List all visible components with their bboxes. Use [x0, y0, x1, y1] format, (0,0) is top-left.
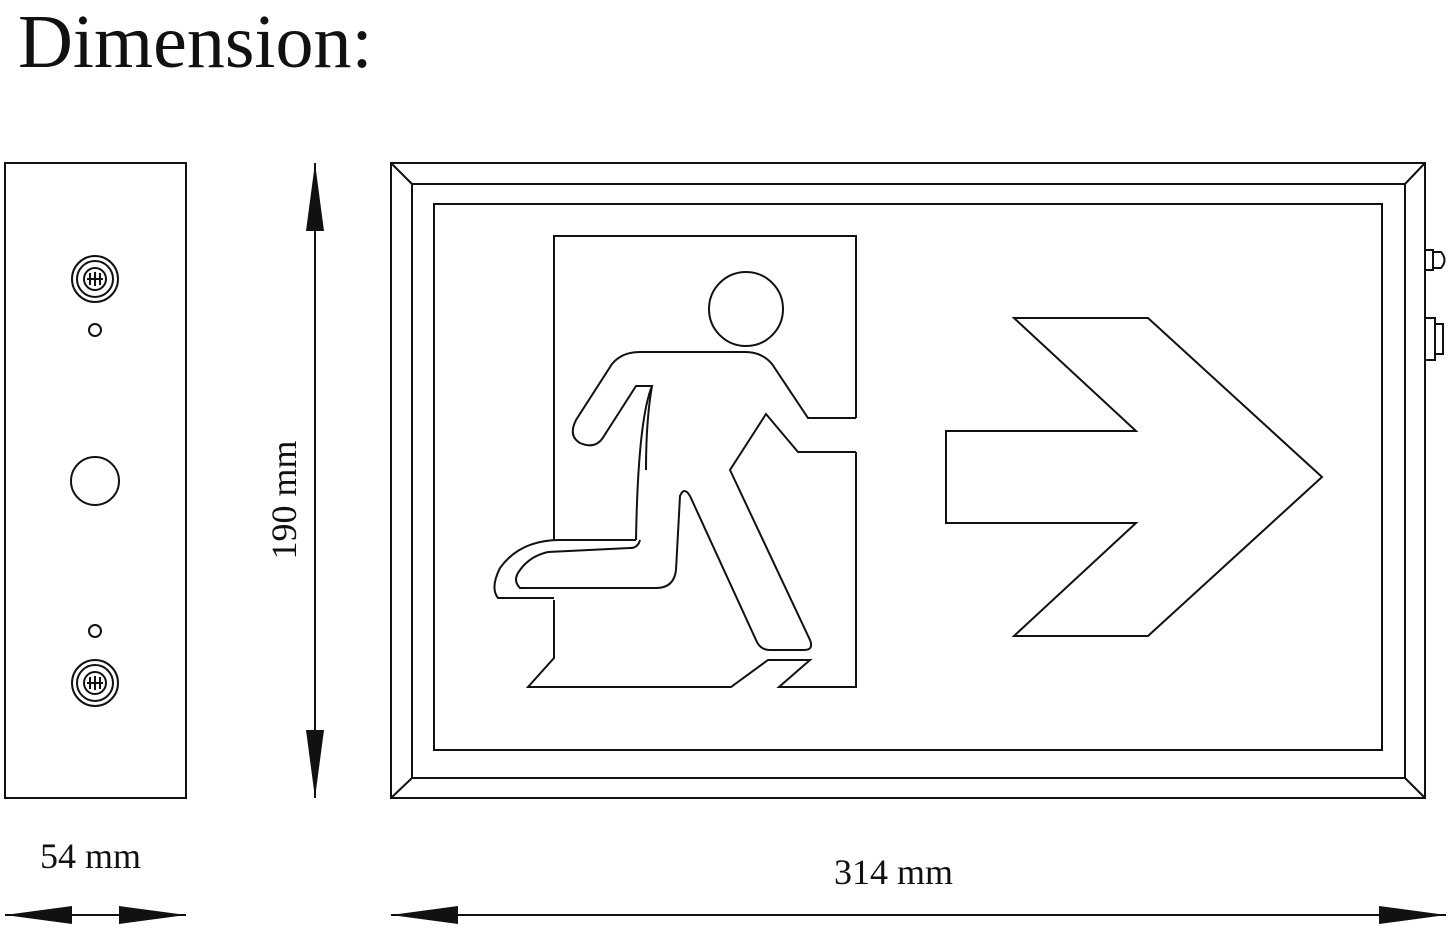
width-dimension-line — [391, 906, 1446, 924]
width-label: 314 mm — [834, 852, 954, 892]
sign-panel — [433, 203, 1383, 751]
small-hole-icon — [88, 624, 102, 638]
sign-inner-frame — [411, 183, 1406, 779]
height-dimension-line — [306, 163, 324, 798]
test-button-icon — [1424, 249, 1446, 271]
side-view — [4, 162, 187, 799]
running-man-exit-icon — [493, 235, 857, 688]
right-arrow-icon — [945, 317, 1324, 637]
depth-dimension-line — [5, 906, 186, 924]
height-label: 190 mm — [264, 440, 304, 560]
cable-hole-icon — [70, 456, 120, 506]
side-view-body — [4, 162, 187, 799]
switch-icon — [1424, 317, 1444, 361]
page-title: Dimension: — [18, 0, 373, 84]
front-view — [390, 162, 1446, 799]
sign-outer-frame — [390, 162, 1426, 799]
screw-icon — [71, 659, 119, 707]
depth-label: 54 mm — [40, 836, 142, 876]
small-hole-icon — [88, 323, 102, 337]
screw-icon — [71, 255, 119, 303]
